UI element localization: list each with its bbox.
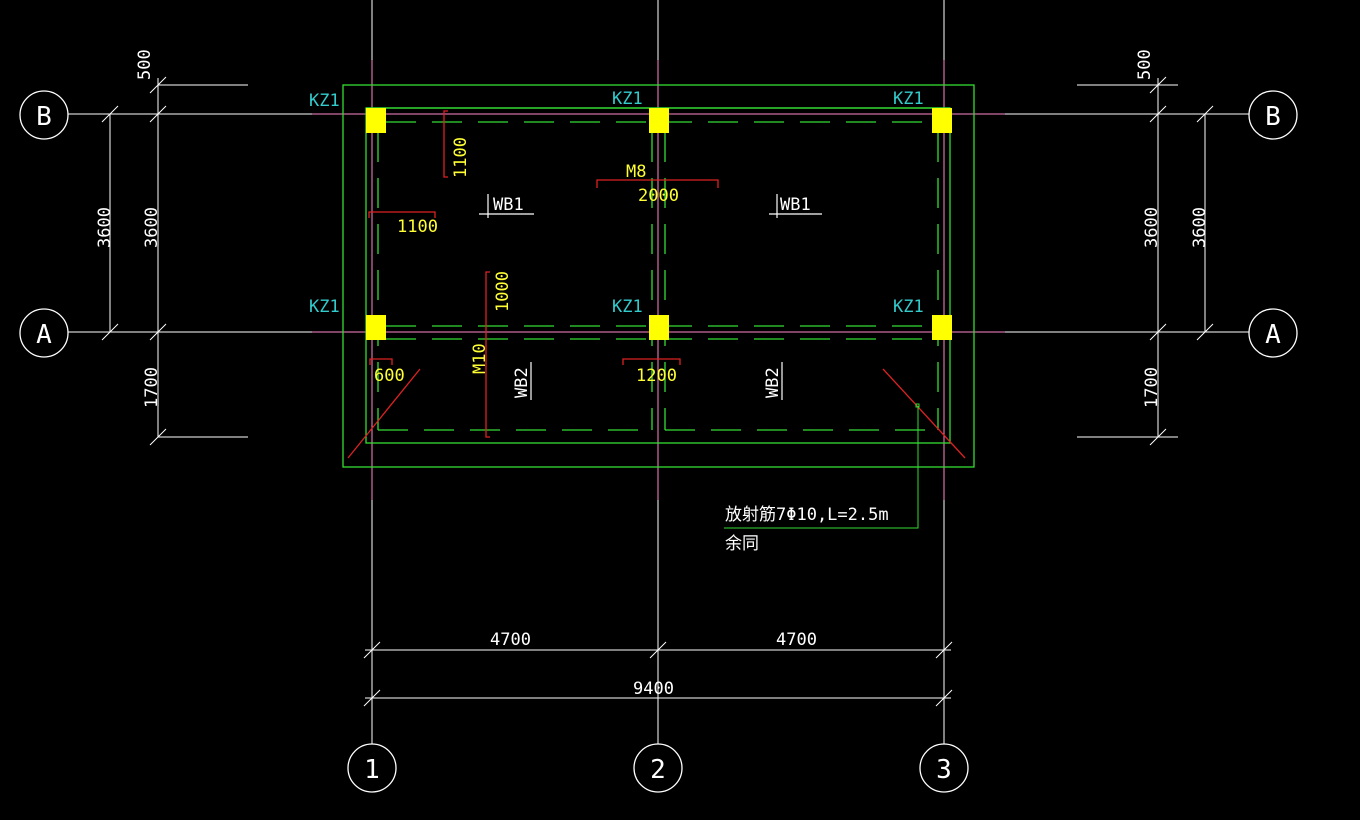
rebar-label: M10	[470, 343, 490, 374]
axis-label-A: A	[1265, 320, 1281, 350]
note-text: 余同	[725, 534, 759, 554]
dim-text: 1200	[636, 366, 677, 386]
leader-note: 放射筋7Φ10,L=2.5m 余同	[724, 403, 920, 554]
column-A3[interactable]	[932, 315, 952, 340]
axis-label-3: 3	[936, 755, 952, 785]
column-A1[interactable]	[366, 315, 386, 340]
note-text: 放射筋7Φ10,L=2.5m	[725, 505, 889, 525]
slab-label: WB2	[512, 367, 532, 398]
column-label: KZ1	[893, 297, 924, 317]
slab-label: WB1	[493, 195, 524, 215]
column-A2[interactable]	[649, 315, 669, 340]
slab-label: WB1	[780, 195, 811, 215]
dims-right	[1077, 76, 1214, 446]
column-label: KZ1	[612, 297, 643, 317]
column-B3[interactable]	[932, 108, 952, 133]
dim-text: 3600	[142, 207, 162, 248]
columns	[366, 108, 952, 340]
dim-text: 1700	[142, 367, 162, 408]
dim-text: 3600	[1190, 207, 1210, 248]
axis-label-B: B	[36, 102, 52, 132]
axis-label-B: B	[1265, 102, 1281, 132]
column-label: KZ1	[612, 89, 643, 109]
column-B1[interactable]	[366, 108, 386, 133]
dim-text: 3600	[95, 207, 115, 248]
column-label: KZ1	[309, 297, 340, 317]
dim-text: 600	[374, 366, 405, 386]
axis-bubbles	[19, 90, 1298, 793]
column-label: KZ1	[309, 91, 340, 111]
column-label: KZ1	[893, 89, 924, 109]
axis-label-A: A	[36, 320, 52, 350]
axis-label-1: 1	[364, 755, 380, 785]
dim-text: 1100	[451, 137, 471, 178]
axis-label-2: 2	[650, 755, 666, 785]
dim-text: 4700	[490, 630, 531, 650]
dims-bottom	[363, 641, 953, 707]
column-B2[interactable]	[649, 108, 669, 133]
slab-label: WB2	[763, 367, 783, 398]
dim-text: 9400	[633, 679, 674, 699]
dim-text: 2000	[638, 186, 679, 206]
dims-left	[101, 76, 248, 446]
rebar-marks	[347, 110, 966, 459]
column-labels: KZ1 KZ1 KZ1 KZ1 KZ1 KZ1	[309, 89, 924, 317]
dim-text: 4700	[776, 630, 817, 650]
dim-text: 500	[135, 49, 155, 80]
dim-text: 1000	[493, 271, 513, 312]
annotations: 1100 1100 M8 2000 1000 M10 600 1200 WB1 …	[374, 137, 822, 400]
dim-text: 1100	[397, 217, 438, 237]
dim-text: 1700	[1142, 367, 1162, 408]
dim-text: 500	[1135, 49, 1155, 80]
rebar-label: M8	[626, 162, 646, 182]
dim-text: 3600	[1142, 207, 1162, 248]
